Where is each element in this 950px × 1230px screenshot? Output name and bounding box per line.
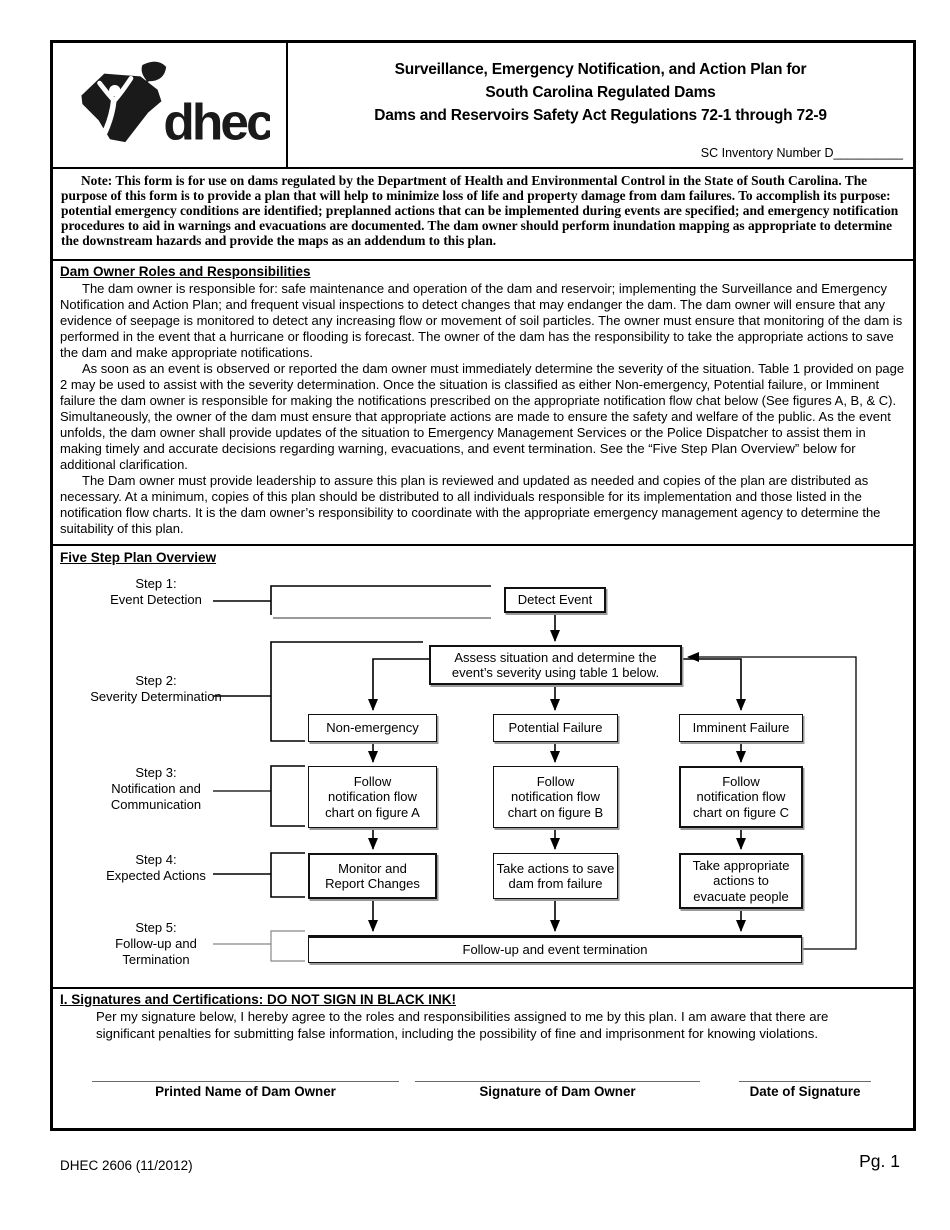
flow-box-monitor-report: Monitor and Report Changes bbox=[308, 853, 437, 899]
note-text: Note: This form is for use on dams regul… bbox=[61, 173, 899, 249]
signatures-section: I. Signatures and Certifications: DO NOT… bbox=[53, 987, 913, 1128]
flow-box-follow-chart-c: Follow notification flow chart on figure… bbox=[679, 766, 803, 828]
step-label-2: Step 2: Severity Determination bbox=[90, 673, 222, 704]
dhec-logo: dhec bbox=[53, 43, 288, 167]
flow-arrows bbox=[368, 613, 857, 950]
state-shape-icon bbox=[80, 73, 161, 143]
flowchart-connectors bbox=[213, 585, 857, 962]
leaf-icon bbox=[138, 61, 166, 93]
roles-paragraph-3: The Dam owner must provide leadership to… bbox=[60, 473, 881, 536]
flow-box-imminent-failure: Imminent Failure bbox=[679, 714, 803, 742]
flow-box-non-emergency: Non-emergency bbox=[308, 714, 437, 742]
flow-box-follow-chart-b: Follow notification flow chart on figure… bbox=[493, 766, 618, 828]
step-label-5: Step 5: Follow-up and Termination bbox=[115, 920, 197, 967]
step-brackets bbox=[270, 585, 491, 962]
form-title-block: Surveillance, Emergency Notification, an… bbox=[288, 43, 913, 167]
signatures-paragraph: Per my signature below, I hereby agree t… bbox=[96, 1009, 829, 1041]
dhec-logo-text: dhec bbox=[163, 92, 270, 150]
date-group: Date of Signature bbox=[739, 1081, 871, 1099]
flow-box-assess-situation: Assess situation and determine the event… bbox=[429, 645, 682, 685]
flow-box-detect-event: Detect Event bbox=[504, 587, 606, 613]
flow-box-save-dam: Take actions to save dam from failure bbox=[493, 853, 618, 899]
date-label: Date of Signature bbox=[749, 1084, 861, 1099]
form-title-line2: South Carolina Regulated Dams bbox=[485, 84, 716, 101]
step-label-1: Step 1: Event Detection bbox=[110, 576, 202, 607]
note-section: Note: This form is for use on dams regul… bbox=[53, 167, 913, 259]
step-label-4: Step 4: Expected Actions bbox=[106, 852, 206, 883]
form-title-line1: Surveillance, Emergency Notification, an… bbox=[394, 61, 807, 78]
page-number: Pg. 1 bbox=[859, 1151, 900, 1171]
printed-name-signature-line bbox=[92, 1081, 399, 1082]
roles-section: Dam Owner Roles and Responsibilities The… bbox=[53, 259, 913, 544]
form-border: dhec Surveillance, Emergency Notificatio… bbox=[50, 40, 916, 1131]
printed-name-label: Printed Name of Dam Owner bbox=[155, 1084, 336, 1099]
form-title-line3: Dams and Reservoirs Safety Act Regulatio… bbox=[374, 107, 827, 124]
five-step-flowchart: Step 1: Event Detection Step 2: Severity… bbox=[53, 571, 913, 987]
roles-paragraph-2: As soon as an event is observed or repor… bbox=[60, 361, 905, 472]
dhec-logo-graphic: dhec bbox=[80, 61, 270, 150]
form-number: DHEC 2606 (11/2012) bbox=[60, 1158, 193, 1173]
step-label-lines bbox=[213, 600, 271, 945]
signatures-heading: I. Signatures and Certifications: DO NOT… bbox=[60, 992, 457, 1007]
five-step-section: Five Step Plan Overview bbox=[53, 544, 913, 987]
signature-group: Signature of Dam Owner bbox=[415, 1081, 700, 1099]
flow-box-follow-chart-a: Follow notification flow chart on figure… bbox=[308, 766, 437, 828]
roles-heading: Dam Owner Roles and Responsibilities bbox=[60, 264, 311, 279]
flow-box-followup-termination: Follow-up and event termination bbox=[308, 935, 802, 963]
five-step-heading: Five Step Plan Overview bbox=[60, 550, 217, 565]
signature-label: Signature of Dam Owner bbox=[479, 1084, 636, 1099]
step-label-3: Step 3: Notification and Communication bbox=[110, 765, 202, 812]
printed-name-group: Printed Name of Dam Owner bbox=[92, 1081, 399, 1099]
date-signature-line bbox=[739, 1081, 871, 1082]
form-header: dhec Surveillance, Emergency Notificatio… bbox=[53, 43, 913, 167]
sc-inventory-number-field: SC Inventory Number D__________ bbox=[700, 146, 903, 160]
flow-box-evacuate-people: Take appropriate actions to evacuate peo… bbox=[679, 853, 803, 909]
roles-paragraph-1: The dam owner is responsible for: safe m… bbox=[60, 281, 903, 360]
owner-signature-line bbox=[415, 1081, 700, 1082]
flow-box-potential-failure: Potential Failure bbox=[493, 714, 618, 742]
